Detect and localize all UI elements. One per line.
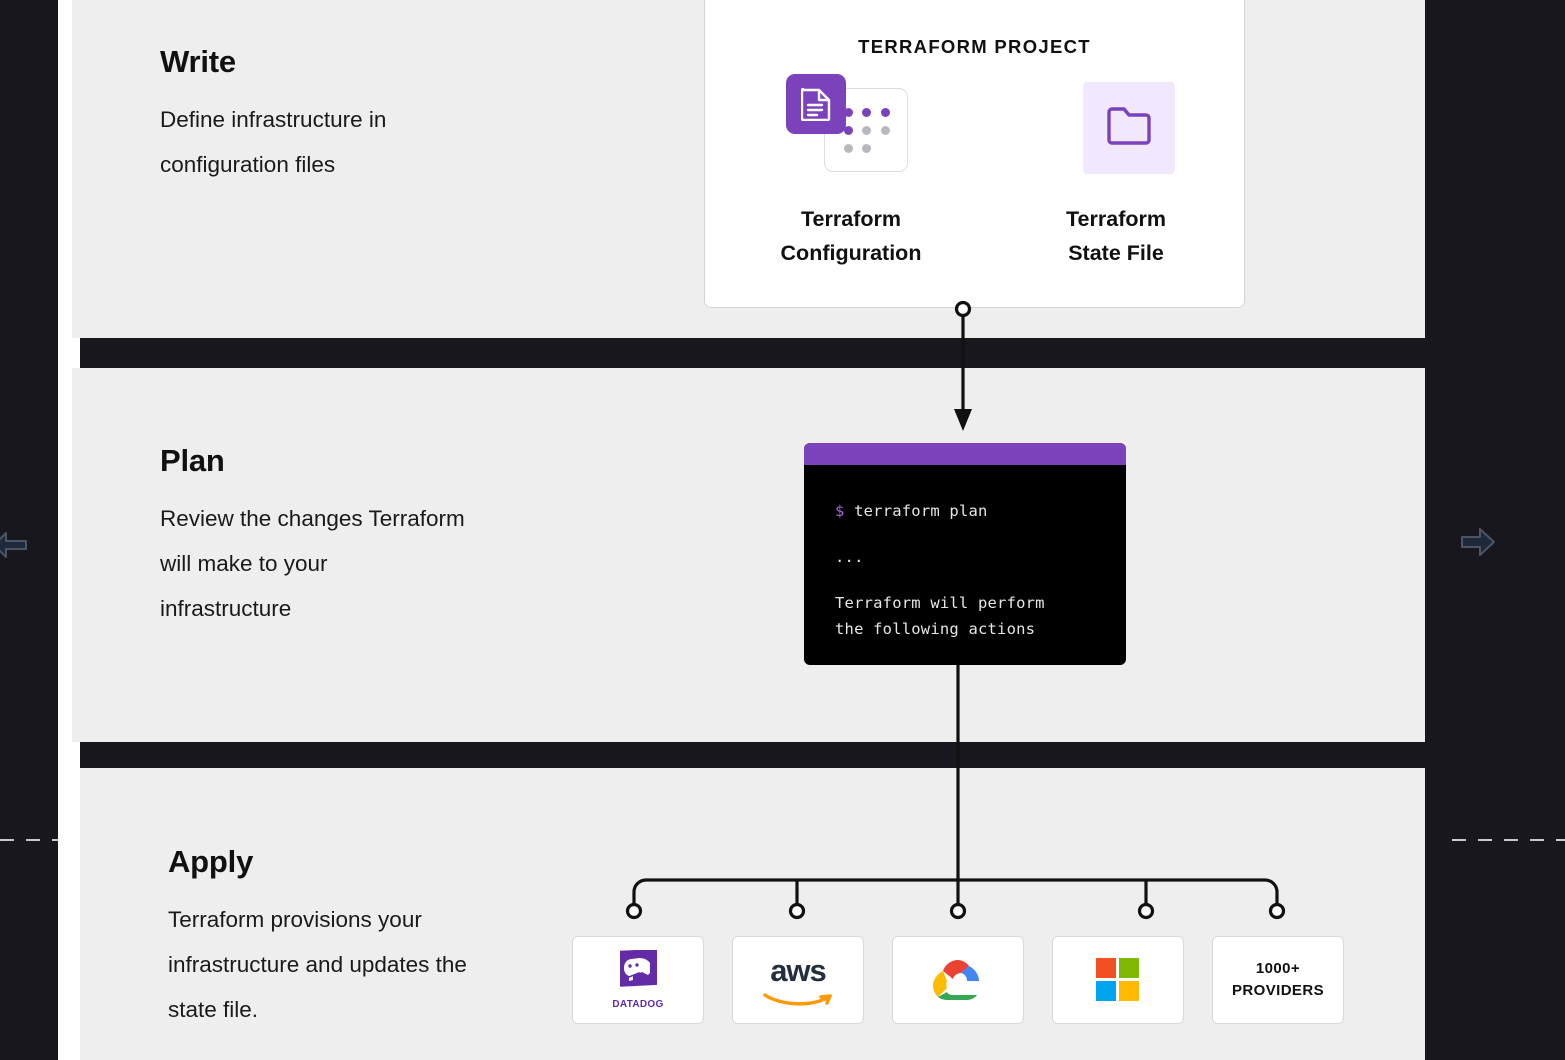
state-file-tile — [1083, 82, 1175, 174]
arrow-left-icon[interactable] — [0, 525, 36, 565]
step-description-write: Define infrastructure in configuration f… — [160, 107, 387, 178]
asset-terraform-configuration: Terraform Configuration — [751, 74, 951, 270]
terraform-configuration-artwork — [786, 74, 916, 186]
step-panel-plan: Plan Review the changes Terraform will m… — [72, 368, 1425, 742]
folder-icon — [1107, 107, 1151, 145]
terminal-output-line-1: Terraform will perform — [835, 594, 1045, 612]
provider-card-aws[interactable]: aws — [732, 936, 864, 1024]
microsoft-logo-icon — [1096, 958, 1139, 1001]
step-title-write: Write — [160, 44, 236, 79]
step-text-write: Write Define infrastructure in configura… — [160, 44, 465, 187]
step-description-apply: Terraform provisions your infrastructure… — [168, 907, 467, 1023]
terminal-prompt-symbol: $ — [835, 502, 845, 520]
document-tile-icon — [786, 74, 846, 134]
asset-label-state-file: Terraform State File — [1066, 207, 1166, 265]
provider-card-datadog[interactable]: DATADOG — [572, 936, 704, 1024]
google-cloud-logo-icon — [933, 960, 979, 1000]
aws-logo-icon: aws — [761, 955, 835, 1006]
aws-wordmark: aws — [770, 952, 827, 988]
terminal-output: $ terraform plan ... Terraform will perf… — [804, 465, 1126, 642]
step-title-apply: Apply — [168, 844, 254, 879]
step-text-plan: Plan Review the changes Terraform will m… — [160, 443, 465, 631]
asset-terraform-state-file: Terraform State File — [1016, 74, 1216, 270]
provider-card-more-providers[interactable]: 1000+ PROVIDERS — [1212, 936, 1344, 1024]
datadog-logo-icon: DATADOG — [612, 948, 664, 1010]
asset-label-configuration: Terraform Configuration — [780, 207, 922, 265]
more-providers-label: 1000+ PROVIDERS — [1232, 960, 1324, 999]
terminal-ellipsis: ... — [835, 548, 864, 566]
datadog-wordmark: DATADOG — [612, 999, 664, 1010]
step-title-plan: Plan — [160, 443, 225, 478]
terraform-project-card: TERRAFORM PROJECT — [704, 0, 1245, 308]
project-card-title: TERRAFORM PROJECT — [858, 36, 1091, 57]
terminal-window: $ terraform plan ... Terraform will perf… — [804, 443, 1126, 665]
right-dashed-guide — [1452, 839, 1565, 841]
provider-card-microsoft[interactable] — [1052, 936, 1184, 1024]
provider-card-gcp[interactable] — [892, 936, 1024, 1024]
terminal-command: terraform plan — [854, 502, 988, 520]
terraform-state-artwork — [1051, 74, 1181, 186]
terminal-output-line-2: the following actions — [835, 620, 1036, 638]
step-description-plan: Review the changes Terraform will make t… — [160, 506, 465, 622]
left-dashed-guide — [0, 839, 58, 841]
arrow-right-icon[interactable] — [1460, 525, 1504, 565]
terminal-title-bar — [804, 443, 1126, 465]
dot-grid-icon — [844, 108, 890, 153]
step-text-apply: Apply Terraform provisions your infrastr… — [168, 844, 473, 1032]
terminal-command-line: $ terraform plan — [835, 498, 1126, 524]
